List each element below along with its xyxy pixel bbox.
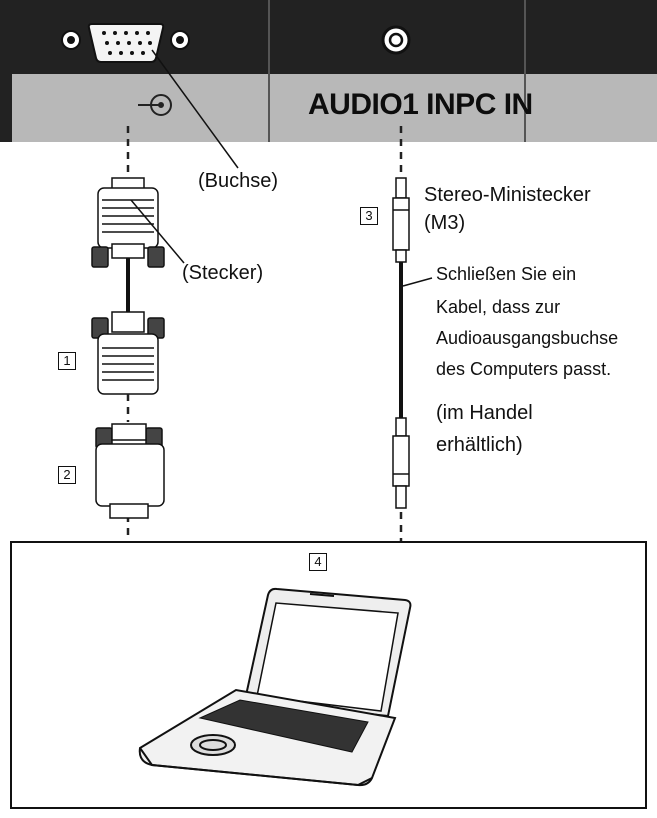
cable-note-line-1: Schließen Sie ein bbox=[436, 264, 577, 284]
label-handel-1: (im Handel bbox=[436, 402, 533, 424]
vga-cable-plug-bottom bbox=[91, 311, 165, 395]
label-stereo-ministecker: Stereo-Ministecker bbox=[424, 184, 591, 206]
stereo-mini-plug-bottom bbox=[392, 417, 410, 509]
number-box-4: 4 bbox=[309, 553, 327, 571]
laptop-icon bbox=[138, 587, 412, 787]
panel-divider-1 bbox=[268, 0, 270, 142]
panel-divider-2 bbox=[524, 0, 526, 142]
label-m3: (M3) bbox=[424, 212, 466, 234]
buchse-leader-line bbox=[151, 49, 239, 169]
pc-input-icon bbox=[138, 94, 172, 116]
cable-note-line-3: Audioausgangsbuchse bbox=[436, 328, 619, 348]
label-buchse: (Buchse) bbox=[198, 170, 279, 192]
vga-adapter bbox=[95, 423, 165, 519]
stecker-leader-line bbox=[130, 199, 185, 264]
rear-panel-label-strip bbox=[0, 74, 657, 142]
number-box-2: 2 bbox=[58, 466, 76, 484]
number-box-1: 1 bbox=[58, 352, 76, 370]
note-leader-line bbox=[402, 277, 433, 287]
number-box-3: 3 bbox=[360, 207, 378, 225]
cable-note-line-2: Kabel, dass zur bbox=[436, 297, 561, 317]
cable-note-line-4: des Computers passt. bbox=[436, 359, 612, 379]
label-stecker: (Stecker) bbox=[182, 262, 264, 284]
audio-port-label: AUDIO1 INPC IN bbox=[308, 88, 533, 121]
label-handel-2: erhältlich) bbox=[436, 434, 523, 456]
audio-jack-icon bbox=[381, 25, 411, 55]
vga-port-icon bbox=[61, 23, 190, 63]
vga-cable-plug-top bbox=[91, 177, 165, 268]
rear-panel-edge bbox=[0, 74, 12, 142]
